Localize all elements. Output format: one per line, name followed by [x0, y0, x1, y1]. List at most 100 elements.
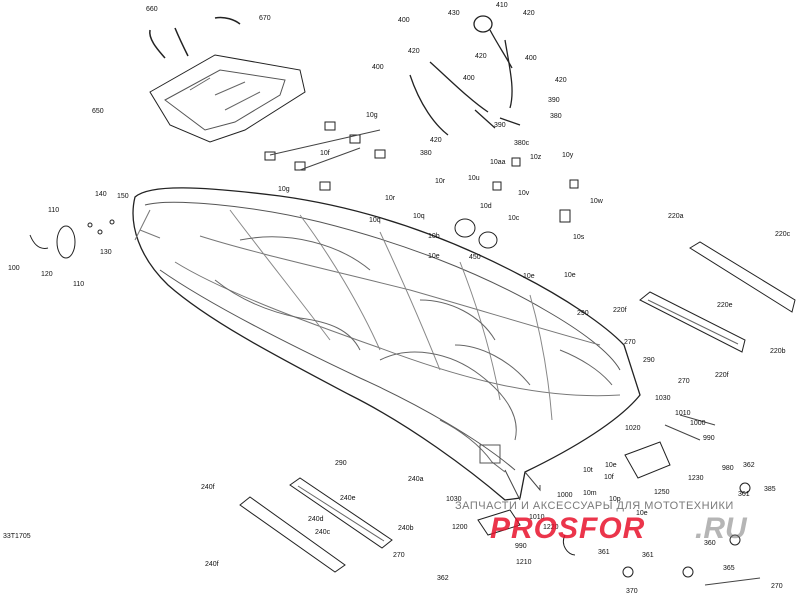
callout-label: 10g [366, 112, 378, 119]
callout-label: 10e [636, 510, 648, 517]
callout-label: 140 [95, 191, 107, 198]
callout-label: 240f [201, 484, 215, 491]
callout-label: 10f [604, 474, 614, 481]
callout-label: 240f [205, 561, 219, 568]
callout-label: 10s [573, 234, 585, 241]
callout-label: 1210 [516, 559, 532, 566]
callout-label: 270 [771, 583, 783, 590]
callout-label: 361 [738, 491, 750, 498]
callout-label: 990 [703, 435, 715, 442]
callout-label: 670 [259, 15, 271, 22]
callout-label: 450 [469, 254, 481, 261]
callout-label: 10u [468, 175, 480, 182]
callout-label: 1020 [625, 425, 641, 432]
callout-label: 10c [508, 215, 520, 222]
callout-label: 1220 [543, 524, 559, 531]
callout-label: 380 [420, 150, 432, 157]
callout-label: 385 [764, 486, 776, 493]
callout-label: 420 [475, 53, 487, 60]
callout-label: 130 [100, 249, 112, 256]
callout-label: 10q [369, 217, 381, 224]
callout-label: 10e [605, 462, 617, 469]
callout-label: 1010 [529, 514, 545, 521]
callout-label: 10f [320, 150, 330, 157]
callout-label: 270 [393, 552, 405, 559]
watermark-logo: PROSFOR [490, 512, 646, 545]
callout-label: 100 [8, 265, 20, 272]
callout-label: 1030 [655, 395, 671, 402]
callout-label: 220c [775, 231, 791, 238]
callout-label: 1000 [557, 492, 573, 499]
callout-label: 10v [518, 190, 530, 197]
callout-label: 220e [717, 302, 733, 309]
callout-label: 1010 [675, 410, 691, 417]
callout-label: 10t [583, 467, 593, 474]
callout-label: 1000 [690, 420, 706, 427]
callout-label: 10y [562, 152, 574, 159]
callout-label: 400 [463, 75, 475, 82]
callout-label: 10q [413, 213, 425, 220]
callout-label: 380 [550, 113, 562, 120]
callout-label: 290 [335, 460, 347, 467]
callout-label: 10m [583, 490, 597, 497]
callout-label: 10w [590, 198, 603, 205]
callout-label: 410 [496, 2, 508, 9]
callout-label: 240b [398, 525, 414, 532]
seat-tray-drawing [149, 16, 306, 143]
callout-label: 361 [642, 552, 654, 559]
callout-label: 362 [437, 575, 449, 582]
callout-label: 420 [555, 77, 567, 84]
fittings-drawing [264, 121, 579, 249]
callout-label: 10p [609, 496, 621, 503]
callout-label: 420 [430, 137, 442, 144]
callout-label: 240a [408, 476, 424, 483]
callout-label: 240c [315, 529, 331, 536]
callout-label: 220a [668, 213, 684, 220]
callout-label: 380c [514, 140, 530, 147]
callout-label: 980 [722, 465, 734, 472]
hull-drawing [132, 187, 641, 501]
callout-label: 290 [577, 310, 589, 317]
callout-label: 1230 [688, 475, 704, 482]
callout-label: 430 [448, 10, 460, 17]
callout-label: 370 [626, 588, 638, 595]
lower-grille-drawing [239, 477, 393, 573]
callout-label: 120 [41, 271, 53, 278]
callout-label: 10r [385, 195, 396, 202]
callout-label: 10g [278, 186, 290, 193]
callout-label: 365 [723, 565, 735, 572]
callout-label: 400 [525, 55, 537, 62]
callout-label: 240d [308, 516, 324, 523]
callout-label: 10e [523, 273, 535, 280]
callout-label: 420 [523, 10, 535, 17]
callout-label: 290 [643, 357, 655, 364]
callout-label: 10e [428, 253, 440, 260]
callout-label: 400 [372, 64, 384, 71]
watermark-text: ЗАПЧАСТИ И АКСЕССУАРЫ ДЛЯ МОТОТЕХНИКИ [455, 500, 734, 512]
right-grille-drawing [639, 241, 796, 353]
callout-label: 10z [530, 154, 542, 161]
callout-label: 150 [117, 193, 129, 200]
callout-label: 220f [613, 307, 627, 314]
callout-label: 110 [73, 281, 85, 288]
callout-label: 1250 [654, 489, 670, 496]
callout-label: 650 [92, 108, 104, 115]
callout-label: 270 [624, 339, 636, 346]
figure-code: 33T1705 [3, 533, 31, 540]
callout-label: 10d [480, 203, 492, 210]
callout-label: 10aa [490, 159, 506, 166]
callout-label: 240e [340, 495, 356, 502]
callout-label: 660 [146, 6, 158, 13]
callout-label: 110 [48, 207, 60, 214]
callout-label: 220b [770, 348, 786, 355]
callout-label: 1030 [446, 496, 462, 503]
callout-label: 1200 [452, 524, 468, 531]
callout-label: 400 [398, 17, 410, 24]
pump-assembly-drawing [477, 414, 761, 586]
callout-label: 390 [494, 122, 506, 129]
hose-assembly-drawing [409, 15, 521, 136]
callout-label: 10b [428, 233, 440, 240]
callout-label: 361 [598, 549, 610, 556]
